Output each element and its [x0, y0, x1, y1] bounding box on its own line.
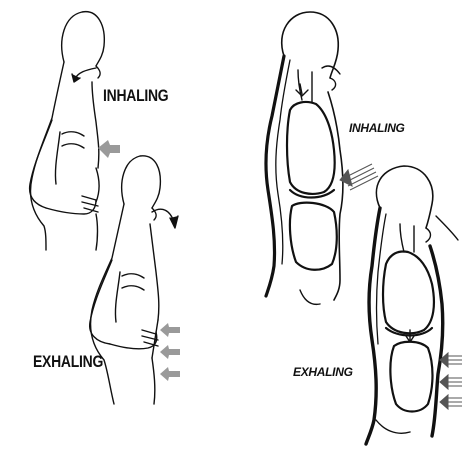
inhaling-figure-left	[30, 12, 105, 250]
inhaling-cutaway-right	[266, 12, 343, 304]
exhale-belly-arrow-1	[160, 323, 180, 337]
exhale-striped-arrow-2	[440, 375, 462, 389]
inhaling-label-right: INHALING	[349, 121, 405, 135]
exhale-belly-arrow-2	[160, 345, 180, 359]
inhale-airflow-arrow-left	[72, 68, 96, 82]
inhale-striped-arrow-right	[340, 164, 378, 190]
exhaling-label-right: EXHALING	[293, 365, 353, 379]
striped-arrows	[340, 164, 462, 409]
exhaling-label-left: EXHALING	[33, 352, 103, 372]
exhale-striped-arrow-1	[440, 353, 462, 367]
exhale-belly-arrow-3	[160, 367, 180, 381]
inhaling-label-left: INHALING	[103, 86, 168, 106]
inhale-belly-arrow-left	[98, 140, 120, 158]
exhale-striped-arrow-3	[440, 395, 462, 409]
